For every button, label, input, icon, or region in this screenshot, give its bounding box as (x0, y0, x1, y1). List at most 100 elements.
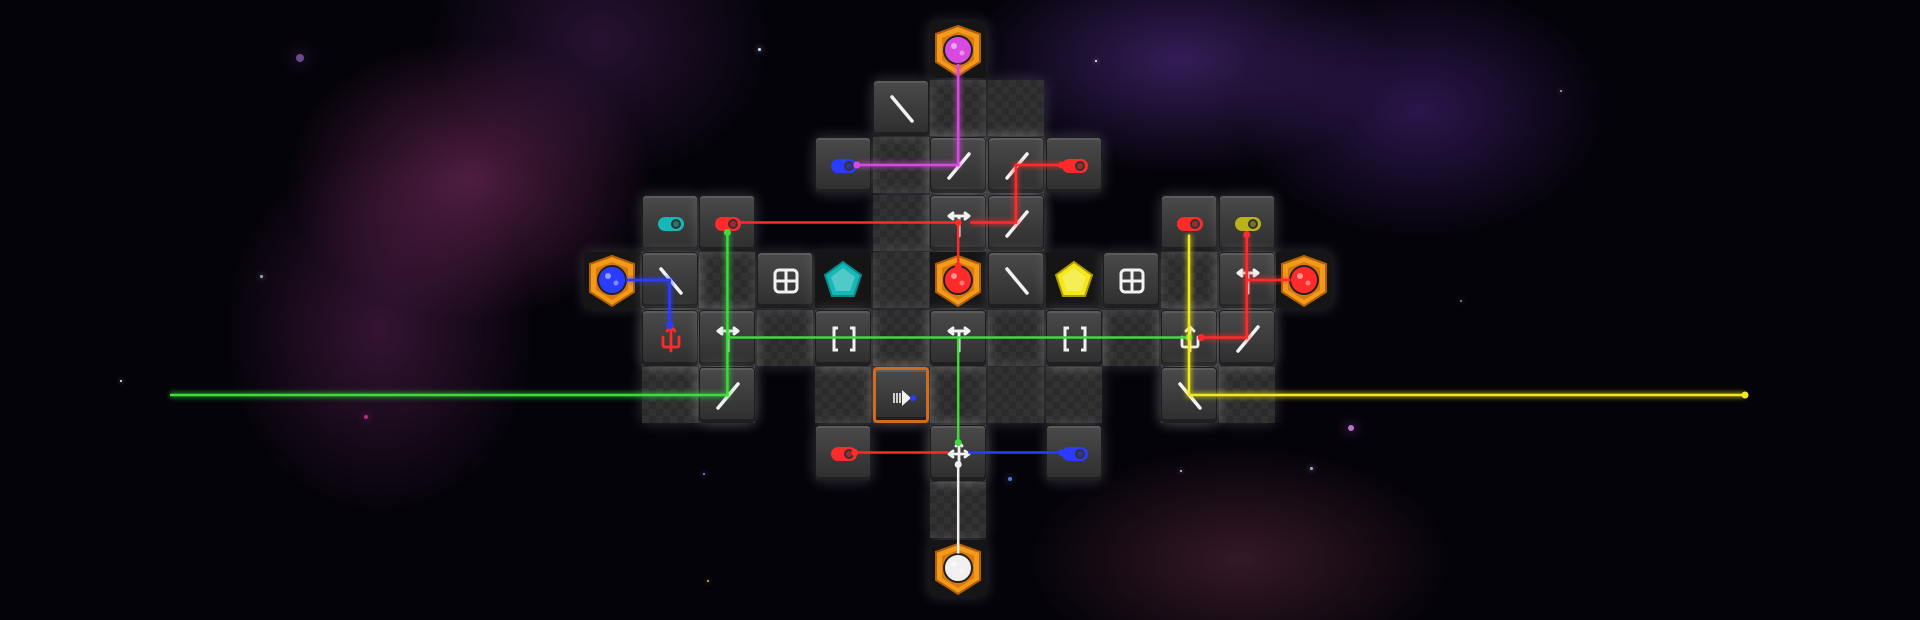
red-toggle-tile[interactable] (814, 424, 871, 481)
floor-tile (930, 367, 987, 423)
white-trident-tile[interactable] (1161, 309, 1217, 366)
splitter-cross-icon (947, 440, 971, 467)
star (1095, 60, 1097, 62)
star (1180, 470, 1182, 472)
mirror-slash-icon (1005, 209, 1029, 238)
red-source-tile (930, 252, 987, 308)
bracket-tile[interactable] (1045, 309, 1102, 366)
floor-tile (641, 367, 698, 423)
toggle-icon (715, 216, 742, 231)
star (758, 48, 761, 51)
star (1348, 425, 1354, 431)
floor-tile (872, 137, 929, 193)
cyan-toggle-tile[interactable] (641, 194, 698, 251)
yellow-gem-tile[interactable] (1045, 252, 1102, 308)
trident-icon (661, 325, 681, 352)
cyan-gem-tile[interactable] (814, 252, 871, 308)
splitter-t-tile[interactable] (1218, 252, 1275, 308)
floor-tile (872, 252, 929, 308)
star (703, 473, 705, 475)
bracket-icon (832, 326, 856, 351)
toggle-icon (1177, 216, 1203, 231)
toggle-icon (1061, 446, 1088, 461)
floor-tile (757, 309, 814, 366)
toggle-icon (830, 159, 857, 173)
star (296, 54, 304, 62)
splitter-t-tile[interactable] (930, 194, 987, 251)
mirror-slash-tile[interactable] (987, 137, 1044, 193)
mirror-slash-icon (1235, 324, 1260, 353)
floor-tile (1045, 367, 1102, 423)
source-icon (589, 254, 635, 308)
mirror-backslash-tile[interactable] (987, 252, 1044, 308)
floor-tile (1103, 309, 1160, 366)
blue-arrow-emitter-tile[interactable] (872, 367, 929, 423)
splitter-t-icon (1236, 268, 1260, 295)
red-source-tile (1276, 252, 1333, 308)
mirror-backslash-icon (1178, 382, 1202, 410)
floor-tile (814, 367, 871, 423)
splitter-t-tile[interactable] (930, 309, 987, 366)
quad-block-icon (773, 268, 799, 294)
mirror-slash-tile[interactable] (1218, 309, 1275, 366)
red-toggle-tile[interactable] (1045, 137, 1102, 193)
floor-tile (987, 79, 1044, 136)
blue-toggle-tile[interactable] (814, 137, 871, 193)
quad-block-icon (1119, 268, 1145, 294)
blue-toggle-tile[interactable] (1045, 424, 1102, 481)
mirror-slash-icon (1005, 152, 1029, 180)
floor-tile (872, 194, 929, 251)
bracket-icon (1063, 326, 1087, 351)
arrow-emitter-icon (892, 390, 916, 406)
floor-tile (1218, 367, 1275, 423)
star (1310, 467, 1313, 470)
quad-block-tile[interactable] (1103, 252, 1160, 308)
floor-tile (872, 309, 929, 366)
mirror-slash-icon (716, 382, 741, 410)
gem-icon (1054, 260, 1093, 297)
source-icon (1281, 254, 1328, 308)
splitter-t-icon (716, 326, 740, 352)
source-icon (935, 24, 982, 78)
floor-tile (930, 482, 987, 538)
olive-toggle-tile[interactable] (1218, 194, 1275, 251)
star (707, 580, 709, 582)
quad-block-tile[interactable] (757, 252, 814, 308)
source-icon (935, 254, 982, 308)
star (364, 415, 368, 419)
mirror-slash-tile[interactable] (699, 367, 756, 423)
white-source-tile (930, 539, 987, 596)
mirror-slash-tile[interactable] (987, 194, 1044, 251)
splitter-cross-tile[interactable] (930, 424, 987, 481)
mirror-slash-icon (947, 152, 971, 180)
purple-source-tile (930, 22, 987, 78)
star (1008, 477, 1012, 481)
floor-tile (930, 79, 987, 136)
splitter-t-icon (947, 211, 971, 237)
floor-tile (987, 367, 1044, 423)
red-toggle-tile[interactable] (1161, 194, 1217, 251)
red-trident-tile[interactable] (641, 309, 698, 366)
toggle-icon (830, 446, 857, 461)
splitter-t-icon (947, 326, 971, 352)
splitter-t-tile[interactable] (699, 309, 756, 366)
toggle-icon (1234, 216, 1261, 231)
mirror-slash-tile[interactable] (930, 137, 987, 193)
source-icon (935, 542, 982, 595)
bracket-tile[interactable] (814, 309, 871, 366)
floor-tile (987, 309, 1044, 366)
trident-icon (1180, 325, 1200, 352)
mirror-backslash-icon (658, 267, 683, 295)
mirror-backslash-tile[interactable] (872, 79, 929, 136)
floor-tile (699, 252, 756, 308)
star (1560, 90, 1562, 92)
mirror-backslash-icon (889, 94, 914, 123)
toggle-icon (1061, 159, 1088, 173)
toggle-icon (657, 216, 684, 231)
floor-tile (1161, 252, 1217, 308)
red-toggle-tile[interactable] (699, 194, 756, 251)
mirror-backslash-tile[interactable] (641, 252, 698, 308)
blue-source-tile (584, 252, 640, 308)
mirror-backslash-tile[interactable] (1161, 367, 1217, 423)
